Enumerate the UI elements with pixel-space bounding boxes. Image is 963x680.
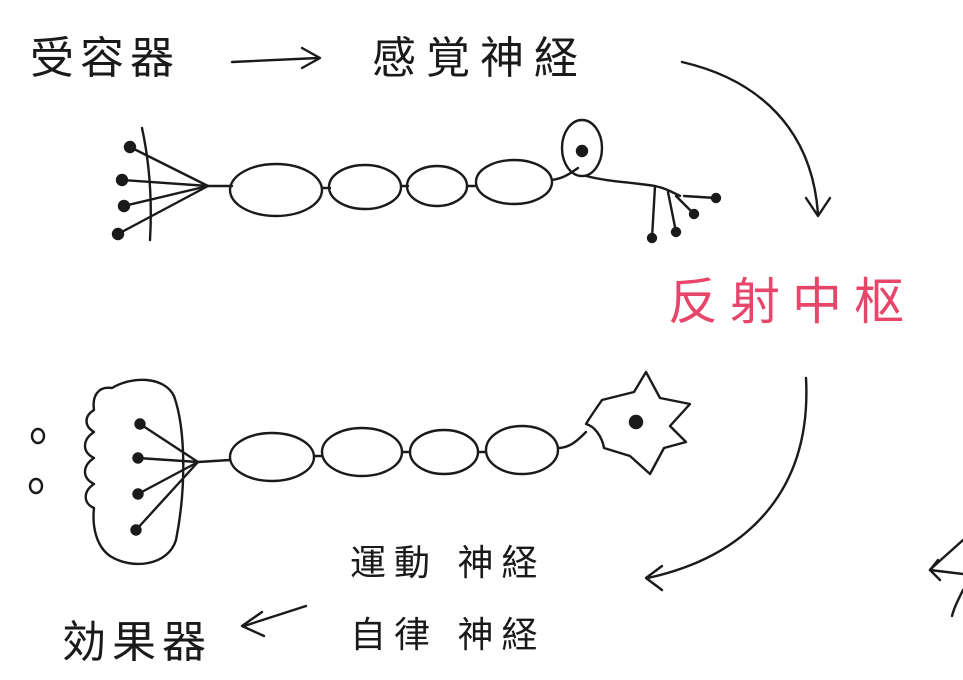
effector-label: 効果器 bbox=[62, 617, 212, 668]
effector-muscle bbox=[28, 378, 185, 566]
sensory-neuron bbox=[206, 118, 722, 244]
receptor-label: 受容器 bbox=[30, 33, 180, 84]
sensory-nerve-label: 感覚神経 bbox=[372, 33, 588, 84]
arrow-center-to-motor bbox=[644, 376, 808, 592]
arrow-motor-to-effector bbox=[240, 604, 308, 638]
arrow-sensory-to-center bbox=[680, 60, 832, 218]
receptor-endings bbox=[111, 126, 210, 242]
partial-figure-right-edge bbox=[928, 538, 963, 618]
autonomic-nerve-label: 自律 神経 bbox=[350, 615, 546, 656]
arrow-receptor-to-sensory bbox=[230, 46, 322, 70]
motor-nerve-label: 運動 神経 bbox=[350, 543, 546, 584]
reflex-center-label: 反射中枢 bbox=[668, 273, 916, 331]
motor-neuron bbox=[134, 370, 692, 532]
